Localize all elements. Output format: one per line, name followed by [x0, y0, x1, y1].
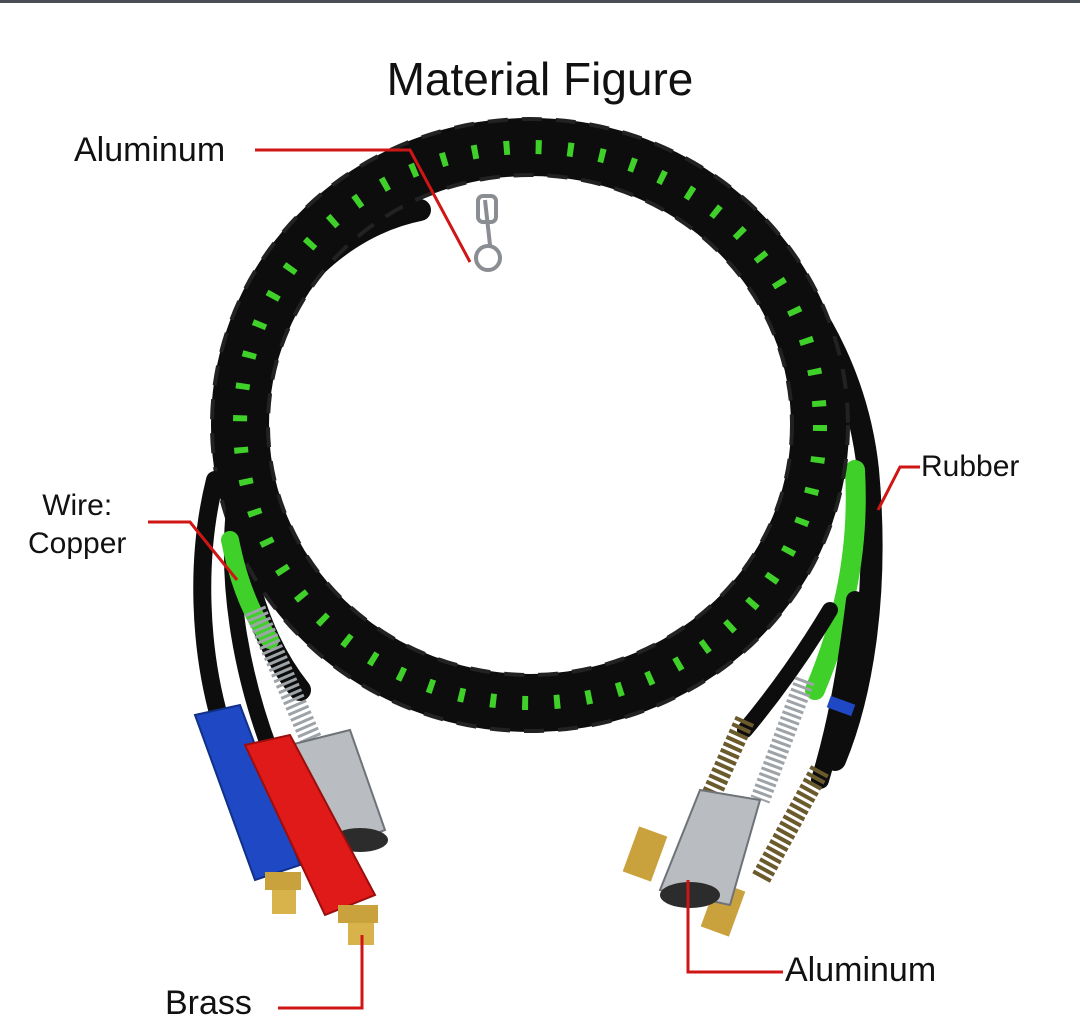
label-aluminum-bottom: Aluminum [785, 951, 937, 989]
spiral-wrap [210, 117, 850, 733]
leader-brass [278, 935, 364, 1010]
snap-hook [474, 194, 502, 272]
label-copper: Copper [28, 527, 127, 560]
top-border [0, 0, 1080, 3]
label-aluminum-top: Aluminum [74, 131, 226, 169]
aluminum-plug-right [658, 676, 815, 908]
label-wire: Wire: [42, 489, 113, 522]
red-gladhand [243, 733, 378, 945]
leader-lines [148, 148, 920, 1010]
leader-aluminum-bottom [686, 880, 783, 974]
right-hose-ends [737, 591, 864, 789]
leader-wire-copper [148, 520, 239, 581]
leader-aluminum-top [255, 148, 472, 263]
label-rubber: Rubber [921, 450, 1020, 483]
label-brass: Brass [165, 984, 252, 1022]
blue-gladhand [193, 703, 302, 914]
figure-title: Material Figure [386, 53, 694, 105]
leader-rubber [876, 465, 920, 511]
label-wire-copper: Wire: Copper [28, 487, 126, 563]
